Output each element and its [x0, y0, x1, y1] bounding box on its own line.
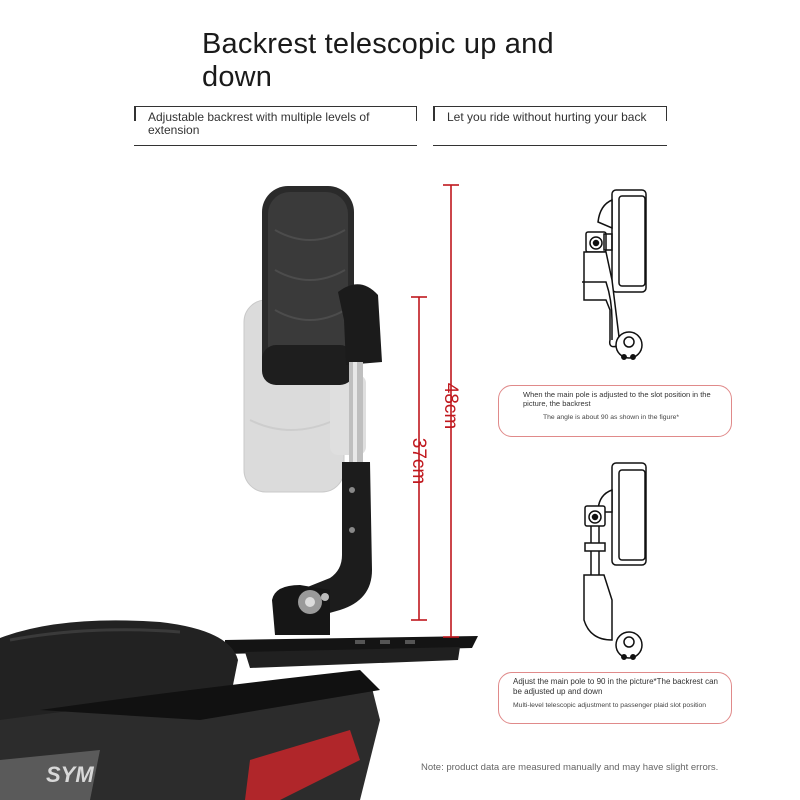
note-box-ninety-degree: Adjust the main pole to 90 in the pictur…	[498, 672, 732, 724]
diagram-slot-position	[582, 189, 647, 360]
hinge-joint	[272, 585, 330, 635]
measure-line-48cm	[443, 184, 459, 638]
backrest-pad	[262, 186, 354, 385]
diagram-ninety-degree	[583, 462, 647, 660]
feature-text-adjustable: Adjustable backrest with multiple levels…	[148, 110, 370, 137]
brand-logo-text: SYM	[46, 762, 94, 787]
main-post	[300, 462, 372, 620]
feature-text-comfort: Let you ride without hurting your back	[447, 110, 647, 124]
luggage-rack	[225, 636, 478, 668]
note-box-slot-position: When the main pole is adjusted to the sl…	[498, 385, 732, 437]
note-ninety-sub: Multi-level telescopic adjustment to pas…	[513, 702, 707, 709]
feature-box-adjustable: Adjustable backrest with multiple levels…	[134, 106, 417, 146]
measure-line-37cm	[411, 296, 427, 621]
note-ninety-main: Adjust the main pole to 90 in the pictur…	[513, 677, 719, 696]
footnote: Note: product data are measured manually…	[421, 762, 719, 773]
feature-box-comfort: Let you ride without hurting your back	[433, 106, 667, 146]
measure-label-37cm: 37cm	[408, 437, 429, 485]
backrest-bracket	[338, 284, 382, 365]
note-slot-sub: The angle is about 90 as shown in the fi…	[543, 414, 680, 421]
page-title: Backrest telescopic up and down	[202, 28, 554, 93]
note-slot-main: When the main pole is adjusted to the sl…	[523, 390, 711, 408]
measure-label-48cm: 48cm	[440, 382, 461, 430]
motorcycle-body	[0, 670, 380, 800]
